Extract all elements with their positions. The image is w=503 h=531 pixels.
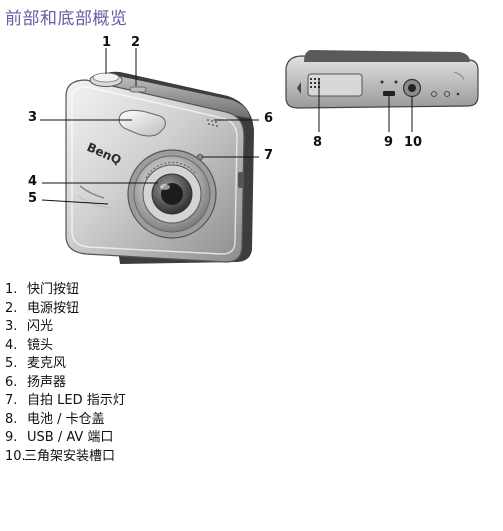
page-title: 前部和底部概览	[5, 9, 128, 29]
callout-4: 4	[28, 174, 38, 189]
callout-leaders	[40, 48, 413, 205]
callout-7: 7	[264, 148, 274, 163]
list-item: 2.电源按钮	[5, 300, 80, 316]
list-item: 5.麦克风	[5, 356, 67, 371]
callout-9: 9	[384, 135, 394, 150]
callout-10: 10	[404, 135, 423, 150]
list-item: 4.镜头	[5, 337, 54, 353]
list-item: 6.扬声器	[5, 374, 67, 390]
list-item: 1.快门按钮	[5, 282, 80, 297]
camera-front: BenQ	[65, 71, 254, 264]
callout-1: 1	[102, 35, 112, 50]
callout-5: 5	[28, 191, 38, 206]
callout-3: 3	[28, 110, 38, 125]
list-item: 9.USB / AV 端口	[5, 430, 114, 445]
camera-bottom	[285, 50, 479, 109]
list-item: 7.自拍 LED 指示灯	[5, 393, 126, 408]
list-item: 10.三角架安装槽口	[5, 448, 116, 464]
camera-illustration: BenQ	[40, 48, 479, 264]
list-item: 3.闪光	[5, 319, 54, 334]
callout-2: 2	[131, 35, 141, 50]
list-item: 8.电池 / 卡仓盖	[5, 411, 105, 427]
parts-list: 1.快门按钮 2.电源按钮 3.闪光 4.镜头 5.麦克风 6.扬声器 7.自拍…	[5, 281, 126, 466]
callout-6: 6	[264, 111, 274, 126]
callout-8: 8	[313, 135, 323, 150]
